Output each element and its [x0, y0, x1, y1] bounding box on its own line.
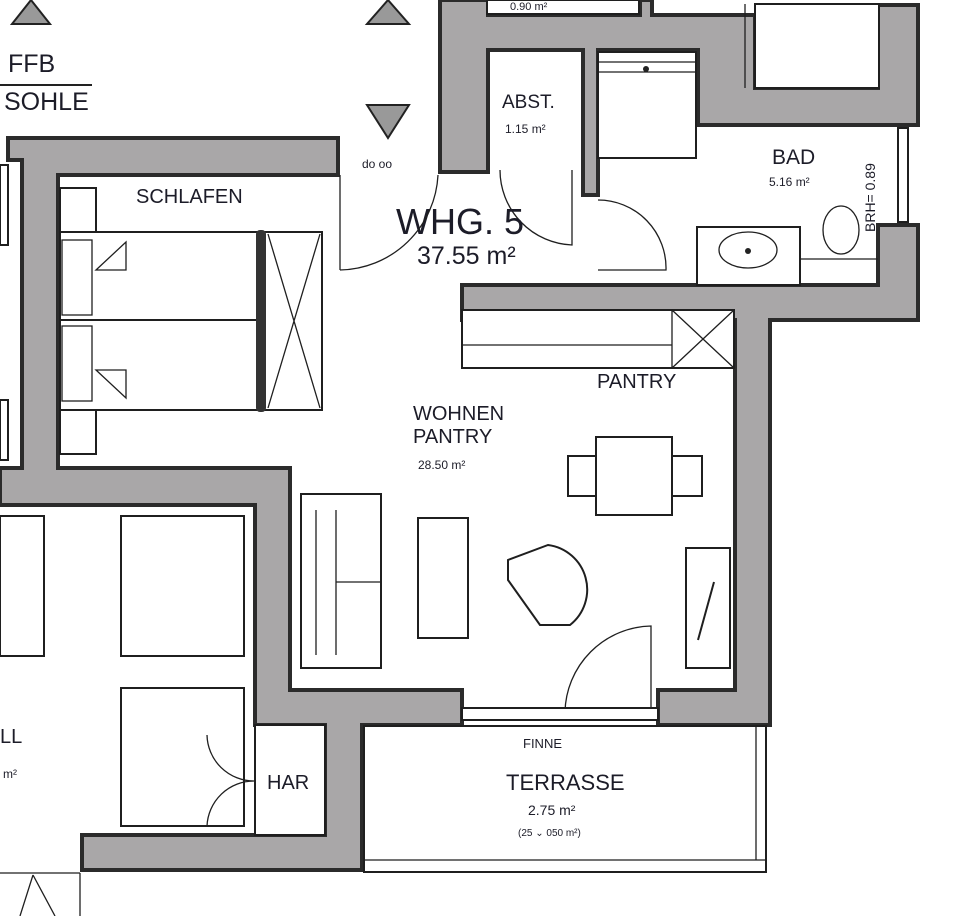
wohnen-area: 28.50 m²: [418, 458, 465, 472]
terrasse-note: (25 ⌄ 050 m²): [518, 828, 581, 839]
armchair: [507, 543, 589, 626]
neighbor-furniture: [0, 515, 45, 657]
window-note: BRH= 0.89: [862, 163, 878, 232]
nightstand: [59, 409, 97, 455]
bad-door[interactable]: [597, 199, 667, 271]
pantry-label: PANTRY: [597, 371, 676, 393]
kitchen-counter: [461, 309, 735, 369]
walls: [0, 0, 920, 872]
wohnen-label: WOHNEN: [413, 403, 504, 425]
terrace: [363, 725, 767, 873]
chair: [567, 455, 597, 497]
abst-area: 1.15 m²: [505, 122, 546, 136]
neighbor-room: [486, 0, 640, 15]
neighbor-furniture: [120, 515, 245, 657]
window-left: [0, 399, 9, 461]
terrace-door-note: FINNE: [523, 736, 562, 751]
terrace-door-frame: [461, 707, 659, 721]
terrasse-area: 2.75 m²: [528, 802, 576, 818]
level-marker-down-icon: [365, 104, 411, 140]
wohnen-label-2: PANTRY: [413, 426, 492, 448]
neighbor-area-label: 0.90 m²: [510, 1, 548, 13]
wardrobe-closet: [597, 51, 697, 159]
dining-table: [595, 436, 673, 516]
sink-icon: [718, 231, 778, 269]
closet-right: [754, 3, 880, 89]
sohle-label: SOHLE: [4, 88, 89, 116]
window-left: [0, 164, 9, 246]
abst-label: ABST.: [502, 92, 555, 113]
chair: [671, 455, 703, 497]
bad-area: 5.16 m²: [769, 175, 810, 189]
terrasse-label: TERRASSE: [506, 770, 625, 795]
schlafen-label: SCHLAFEN: [136, 186, 243, 208]
nightstand: [59, 187, 97, 233]
tv-sideboard: [685, 547, 731, 669]
bathroom-window: [897, 127, 909, 223]
level-marker-icon: [9, 0, 53, 25]
abst-door[interactable]: [499, 169, 573, 246]
sofa: [300, 493, 382, 669]
unit-label: WHG. 5: [396, 201, 524, 242]
har-room: [254, 724, 326, 836]
bed-headboard: [256, 230, 266, 412]
level-marker-icon: [364, 0, 412, 25]
neighbor-room-area: m²: [3, 767, 17, 781]
har-label: HAR: [267, 772, 309, 794]
toilet-icon: [822, 205, 860, 255]
neighbor-room-label: LL: [0, 726, 22, 748]
unit-area: 37.55 m²: [417, 242, 516, 270]
ffb-label: FFB: [8, 50, 55, 78]
coffee-table: [417, 517, 469, 639]
neighbor-furniture: [120, 687, 245, 827]
sink-counter: [696, 226, 801, 286]
bad-label: BAD: [772, 146, 815, 169]
terrace-door[interactable]: [564, 625, 652, 713]
elevation-note: do oo: [362, 157, 392, 171]
entrance-door[interactable]: [339, 174, 439, 271]
